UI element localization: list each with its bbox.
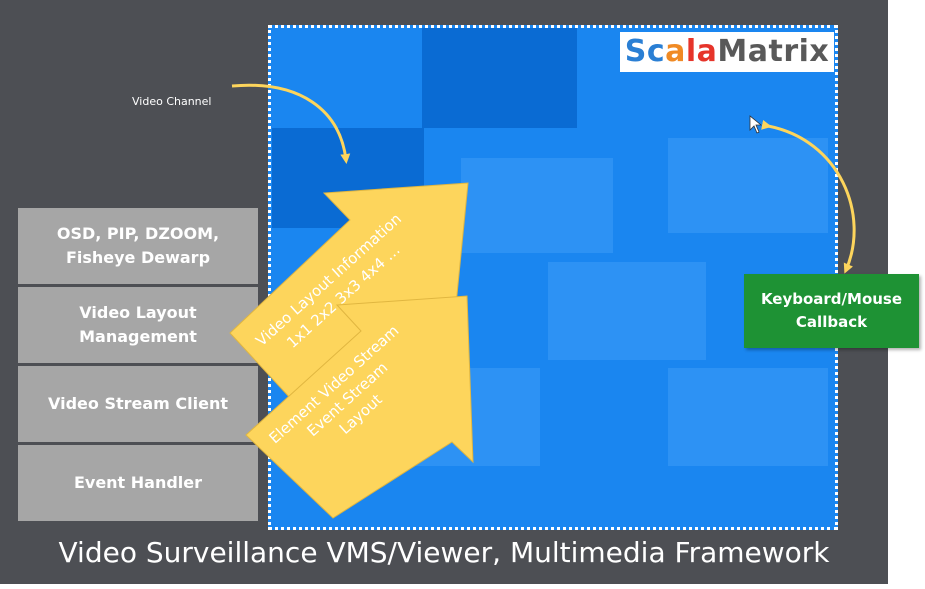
video-tile [422,28,577,128]
video-stream-client-box: Video Stream Client [18,366,258,442]
callback-double-arrow [761,119,856,274]
framework-title: Video Surveillance VMS/Viewer, Multimedi… [58,536,830,569]
video-tile [668,368,828,466]
video-tile [461,158,613,253]
video-tile [548,262,706,360]
element-video-stream-arrow [245,295,474,519]
video-layout-management-box: Video Layout Management [18,287,258,363]
scalamatrix-logo: ScalaMatrix [620,32,834,72]
mouse-cursor-icon [749,115,763,134]
video-channel-label: Video Channel [132,95,212,108]
video-channel-curve-arrow [231,83,351,164]
event-handler-box: Event Handler [18,445,258,521]
keyboard-mouse-callback-box: Keyboard/Mouse Callback [744,274,919,348]
osd-pip-dzoom-box: OSD, PIP, DZOOM, Fisheye Dewarp [18,208,258,284]
